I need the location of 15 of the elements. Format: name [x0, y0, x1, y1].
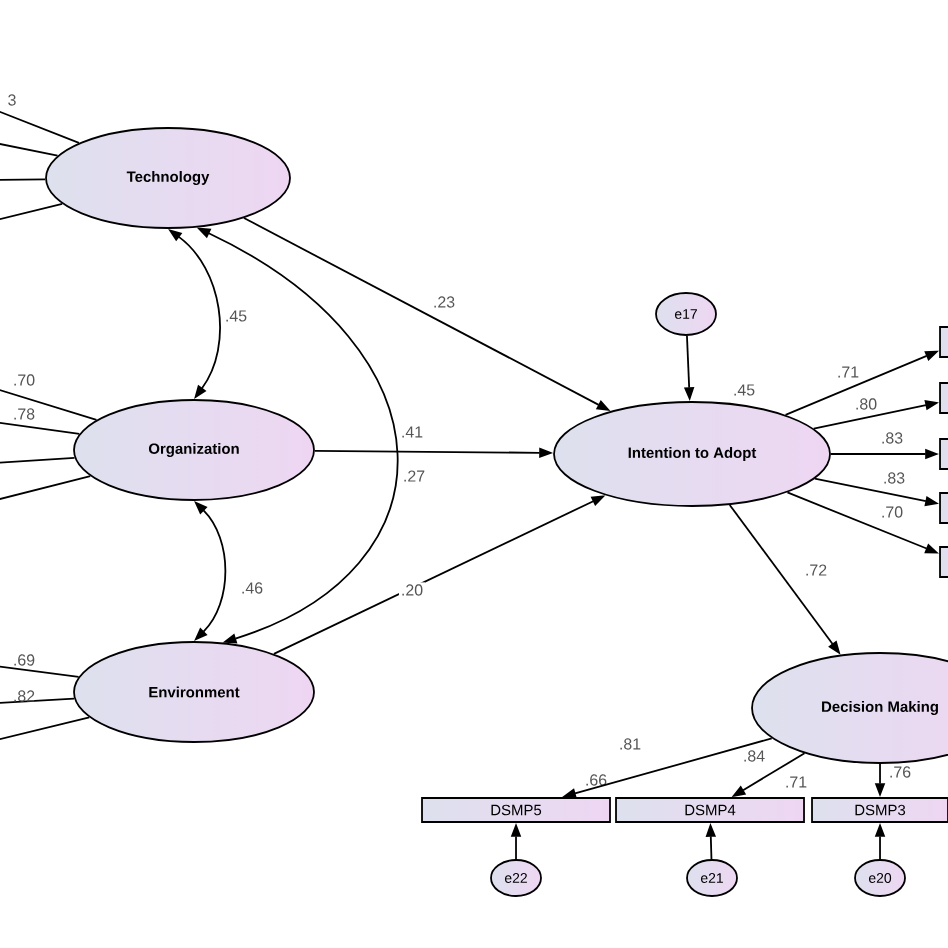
- indicator-box: [939, 382, 948, 414]
- indicator-line: [0, 456, 76, 465]
- indicator-line: [0, 178, 47, 181]
- indicator-line: [0, 697, 76, 705]
- indicator-line: [0, 419, 81, 435]
- indicator-line: [0, 139, 59, 157]
- indicator-line: [0, 663, 80, 678]
- indicator-box: [939, 326, 948, 358]
- indicator-line: [0, 716, 91, 745]
- indicator-box: [939, 546, 948, 578]
- indicator-box: [939, 438, 948, 470]
- indicator-box: [939, 492, 948, 524]
- indicator-line: [0, 475, 92, 505]
- indicator-line: [0, 383, 98, 421]
- indicator-line: [0, 203, 64, 225]
